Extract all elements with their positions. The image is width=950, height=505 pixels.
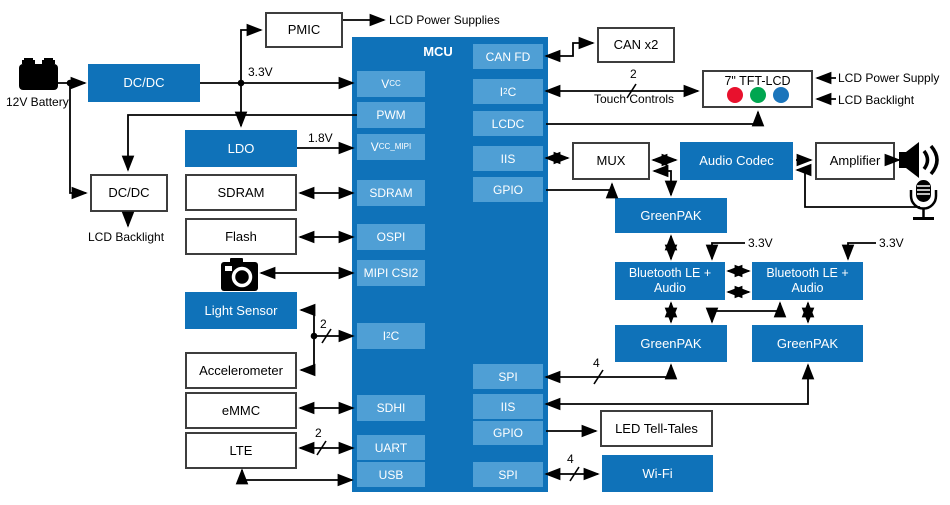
accelerometer-block: Accelerometer (185, 352, 297, 389)
dcdc-backlight-block: DC/DC (90, 174, 168, 212)
audio-codec-block: Audio Codec (680, 142, 793, 180)
bt-audio-1-block: Bluetooth LE + Audio (615, 262, 725, 300)
rail-3v3-bt2-label: 3.3V (879, 236, 904, 250)
can-x2-block: CAN x2 (597, 27, 675, 63)
rail-3v3-bt1-label: 3.3V (748, 236, 773, 250)
camera-icon (221, 258, 258, 291)
mcu-port-canfd: CAN FD (473, 44, 543, 69)
touch-controls-label: Touch Controls (594, 92, 675, 106)
mcu-port-gpio-mux: GPIO (473, 177, 543, 202)
sdram-block: SDRAM (185, 174, 297, 211)
bt-audio-2-block: Bluetooth LE + Audio (752, 262, 863, 300)
mcu-port-spi-wifi: SPI (473, 462, 543, 487)
rail-1v8-label: 1.8V (308, 131, 333, 145)
bus-spi2-width-label: 4 (567, 452, 574, 466)
greenpak-mux-block: GreenPAK (615, 198, 727, 233)
bus-touch-width-label: 2 (630, 67, 637, 81)
mcu-port-spi-greenpak: SPI (473, 364, 543, 389)
lcd-blue-dot (773, 87, 789, 103)
battery-label: 12V Battery (6, 95, 69, 109)
bt-audio-1-line1: Bluetooth LE + (628, 266, 712, 280)
lcd-green-dot (750, 87, 766, 103)
mcu-label: MCU (423, 44, 453, 59)
mcu-port-sdram: SDRAM (357, 180, 425, 206)
mux-block: MUX (572, 142, 650, 180)
mcu-port-iis-greenpak: IIS (473, 394, 543, 419)
microphone-icon (909, 180, 938, 220)
light-sensor-block: Light Sensor (185, 292, 297, 329)
mcu-port-sdhi: SDHI (357, 395, 425, 421)
greenpak-right-block: GreenPAK (752, 325, 863, 362)
emmc-block: eMMC (185, 392, 297, 429)
lcd-red-dot (727, 87, 743, 103)
battery-icon (19, 58, 58, 90)
mcu-port-lcdc: LCDC (473, 111, 543, 136)
speaker-icon (899, 142, 939, 178)
rail-3v3-label: 3.3V (248, 65, 273, 79)
pmic-block: PMIC (265, 12, 343, 48)
bus-i2c-width-label: 2 (320, 317, 327, 331)
lcd-power-supplies-label: LCD Power Supplies (389, 13, 500, 27)
mcu-port-mipi-csi2: MIPI CSI2 (357, 260, 425, 286)
led-telltales-block: LED Tell-Tales (600, 410, 713, 447)
dcdc-main-block: DC/DC (88, 64, 200, 102)
mcu-port-pwm: PWM (357, 102, 425, 128)
greenpak-left-block: GreenPAK (615, 325, 727, 362)
flash-block: Flash (185, 218, 297, 255)
amplifier-block: Amplifier (815, 142, 895, 180)
mcu-port-usb: USB (357, 462, 425, 487)
lcd-backlight-left-label: LCD Backlight (88, 230, 165, 244)
mcu-port-uart: UART (357, 435, 425, 460)
bt-audio-2-line1: Bluetooth LE + (766, 266, 849, 280)
mcu-port-iis-audio: IIS (473, 146, 543, 171)
lcd-power-supply-label: LCD Power Supply (838, 71, 940, 85)
lte-block: LTE (185, 432, 297, 469)
mcu-port-ospi: OSPI (357, 224, 425, 250)
tft-lcd-label: 7" TFT-LCD (724, 74, 791, 88)
wifi-block: Wi-Fi (602, 455, 713, 492)
mcu-port-gpio-led: GPIO (473, 421, 543, 445)
bus-uart-width-label: 2 (315, 426, 322, 440)
lcd-backlight-right-label: LCD Backlight (838, 93, 915, 107)
bt-audio-2-line2: Audio (791, 281, 824, 295)
bus-spi1-width-label: 4 (593, 356, 600, 370)
ldo-block: LDO (185, 130, 297, 167)
bt-audio-1-line2: Audio (654, 281, 686, 295)
